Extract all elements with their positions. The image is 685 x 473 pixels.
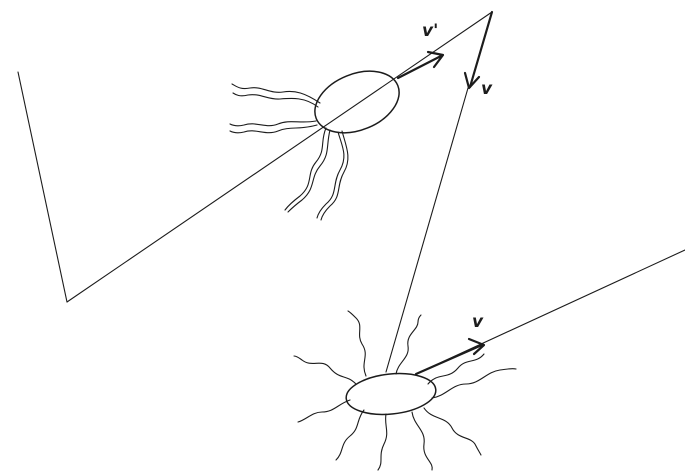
trajectory-lines xyxy=(18,12,685,374)
upper-bacterium-body xyxy=(306,60,409,145)
v-bottom-arrow-shaft xyxy=(416,345,482,374)
diagonal-path-line xyxy=(67,12,492,302)
label-v-bottom: v xyxy=(472,312,484,332)
left-path-line xyxy=(18,72,67,302)
v-top-arrow xyxy=(465,12,492,88)
label-v-prime: v' xyxy=(422,21,438,41)
label-v-top: v xyxy=(481,79,493,99)
upper-flagella xyxy=(230,84,348,220)
lower-bacterium xyxy=(294,311,516,470)
connecting-line xyxy=(386,88,468,372)
v-bottom-arrow xyxy=(416,339,484,374)
upper-bacterium xyxy=(230,60,408,220)
lower-bacterium-body xyxy=(344,369,438,418)
v-top-arrow-shaft xyxy=(470,12,492,87)
v-prime-arrow xyxy=(398,52,443,78)
lower-flagella xyxy=(294,311,516,470)
